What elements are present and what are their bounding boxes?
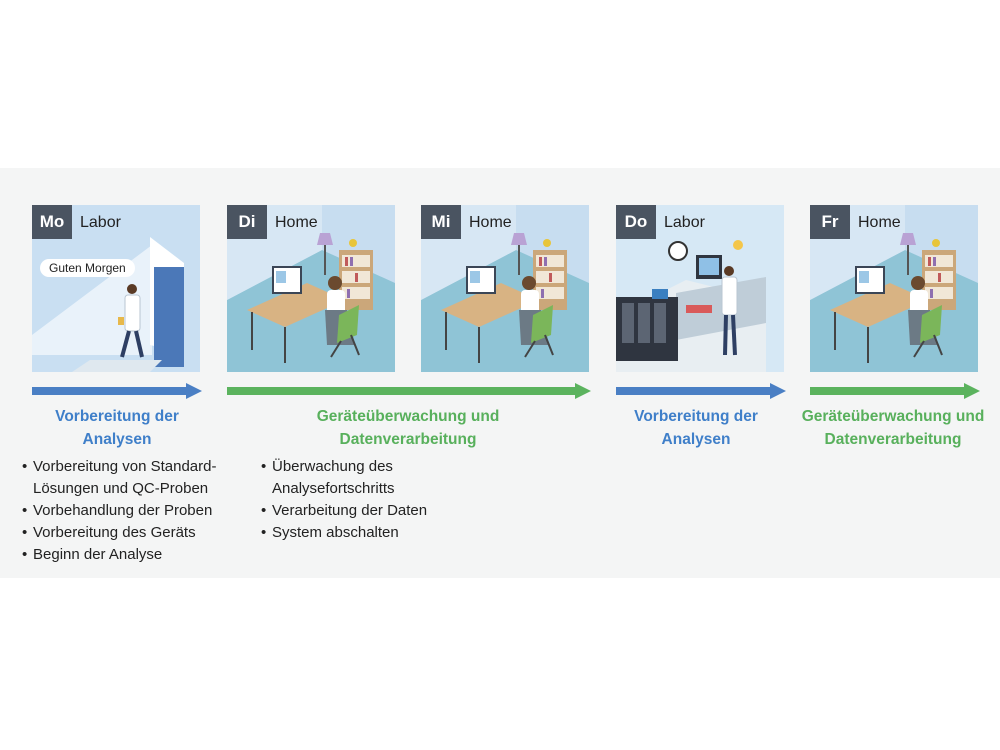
location-label: Home (858, 214, 901, 231)
day-card-tuesday: Di Home (227, 205, 395, 372)
list-item: Vorbereitung von Standard-Lösungen und Q… (22, 456, 252, 500)
prep-task-list: Vorbereitung von Standard-Lösungen und Q… (22, 456, 252, 566)
day-card-friday: Fr Home (810, 205, 978, 372)
location-label: Labor (664, 214, 705, 231)
location-label: Home (469, 214, 512, 231)
greeting-bubble: Guten Morgen (40, 259, 135, 277)
list-item: Beginn der Analyse (22, 544, 252, 566)
monitor-arrow (227, 383, 591, 399)
day-tag: Di (227, 205, 267, 239)
day-card-thursday: Do Labor (616, 205, 784, 372)
day-tag: Mi (421, 205, 461, 239)
list-item: Verarbeitung der Daten (261, 500, 481, 522)
day-tag: Mo (32, 205, 72, 239)
day-tag: Fr (810, 205, 850, 239)
location-label: Labor (80, 214, 121, 231)
location-label: Home (275, 214, 318, 231)
day-tag: Do (616, 205, 656, 239)
monitor-arrow (810, 383, 980, 399)
day-card-wednesday: Mi Home (421, 205, 589, 372)
prep-arrow (616, 383, 786, 399)
lab-instruments-illustration (616, 205, 784, 372)
list-item: System abschalten (261, 522, 481, 544)
list-item: Vorbehandlung der Proben (22, 500, 252, 522)
prep-arrow (32, 383, 202, 399)
list-item: Vorbereitung des Geräts (22, 522, 252, 544)
day-card-monday: Mo Labor Guten Morgen (32, 205, 200, 372)
